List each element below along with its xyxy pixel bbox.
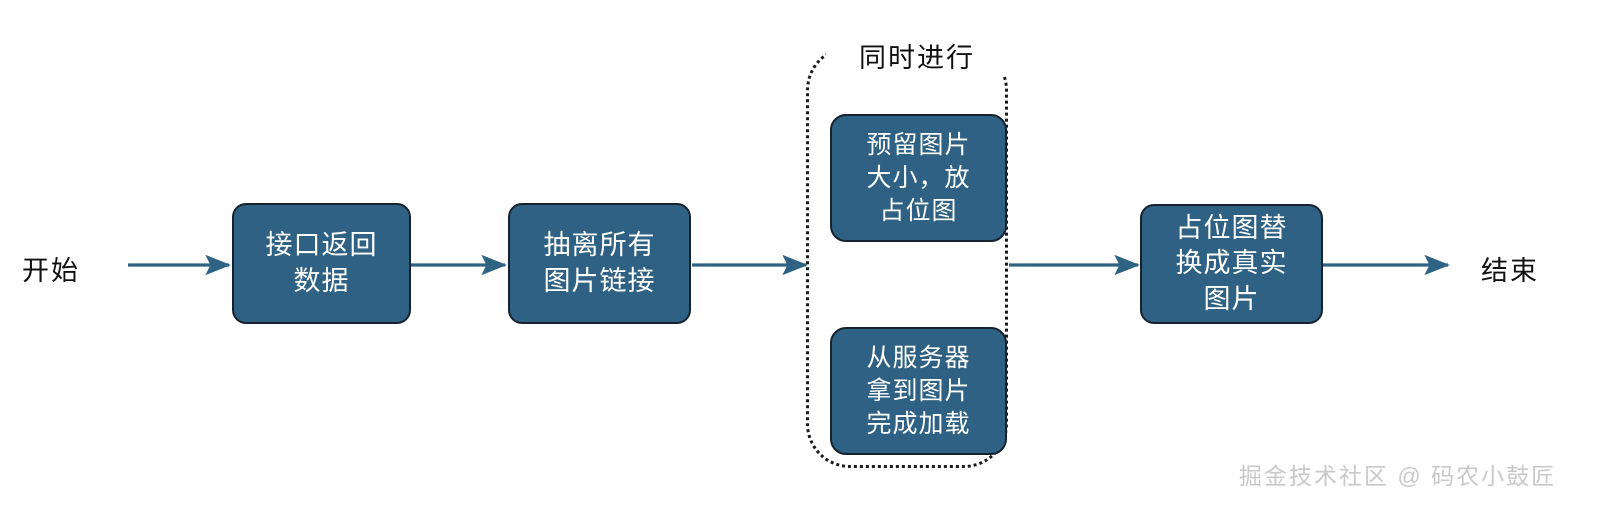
node-1-line-2: 数据: [293, 265, 350, 296]
node-1-line-1: 接口返回: [265, 229, 378, 260]
parallel-group-label: 同时进行: [826, 36, 1008, 75]
node-4-line-1: 从服务器: [866, 343, 971, 372]
node-5-line-1: 占位图替: [1175, 212, 1288, 243]
node-4-line-3: 完成加载: [866, 409, 971, 438]
process-node-replace-placeholder[interactable]: 占位图替 换成真实 图片: [1140, 204, 1323, 324]
node-3-line-1: 预留图片: [866, 130, 971, 159]
process-node-interface-return-data[interactable]: 接口返回数据: [232, 203, 411, 324]
node-4-line-2: 拿到图片: [866, 376, 971, 405]
process-node-reserve-placeholder[interactable]: 预留图片 大小，放 占位图: [830, 114, 1007, 242]
watermark-text: 掘金技术社区 @ 码农小鼓匠: [1239, 463, 1557, 489]
node-2-line-1: 抽离所有: [543, 229, 656, 260]
node-5-line-2: 换成真实: [1175, 248, 1288, 279]
process-node-fetch-from-server[interactable]: 从服务器 拿到图片 完成加载: [830, 327, 1007, 455]
node-5-line-3: 图片: [1203, 283, 1260, 314]
start-label: 开始: [22, 256, 80, 286]
node-2-line-2: 图片链接: [543, 265, 656, 296]
end-label: 结束: [1481, 256, 1539, 286]
node-3-line-2: 大小，放: [866, 163, 971, 192]
process-node-extract-image-links[interactable]: 抽离所有 图片链接: [508, 203, 691, 324]
node-3-line-3: 占位图: [879, 196, 958, 225]
